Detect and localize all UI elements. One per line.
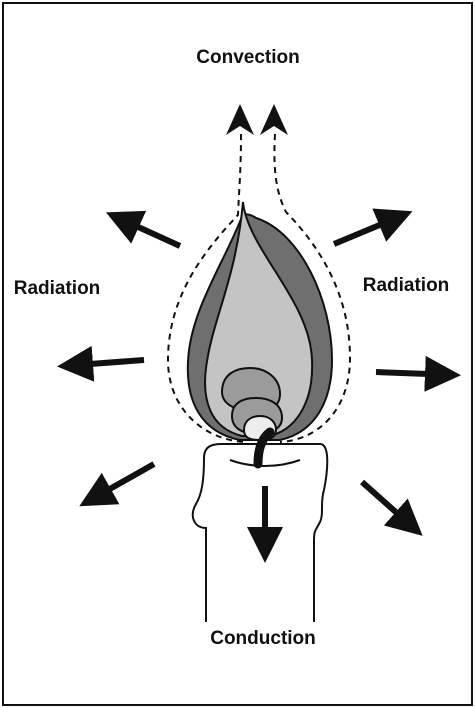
radiation-label-left: Radiation xyxy=(14,278,101,299)
convection-path-left xyxy=(166,133,246,443)
radiation-arrow-upper-left xyxy=(105,210,182,249)
radiation-arrow-upper-right xyxy=(332,208,413,247)
radiation-arrow-lower-left xyxy=(79,461,156,507)
convection-path-right xyxy=(273,133,352,443)
convection-arrowhead-left xyxy=(226,104,254,135)
candle-wick xyxy=(253,427,275,469)
radiation-label-right: Radiation xyxy=(363,275,450,296)
convection-label: Convection xyxy=(196,47,299,68)
candle-body xyxy=(191,443,329,622)
radiation-arrow-lower-right xyxy=(360,479,423,536)
radiation-arrow-mid-left xyxy=(57,345,145,382)
convection-arrowhead-right xyxy=(260,104,288,135)
candle-rim xyxy=(229,459,301,467)
radiation-arrow-mid-right xyxy=(375,355,461,392)
conduction-label: Conduction xyxy=(210,628,316,649)
